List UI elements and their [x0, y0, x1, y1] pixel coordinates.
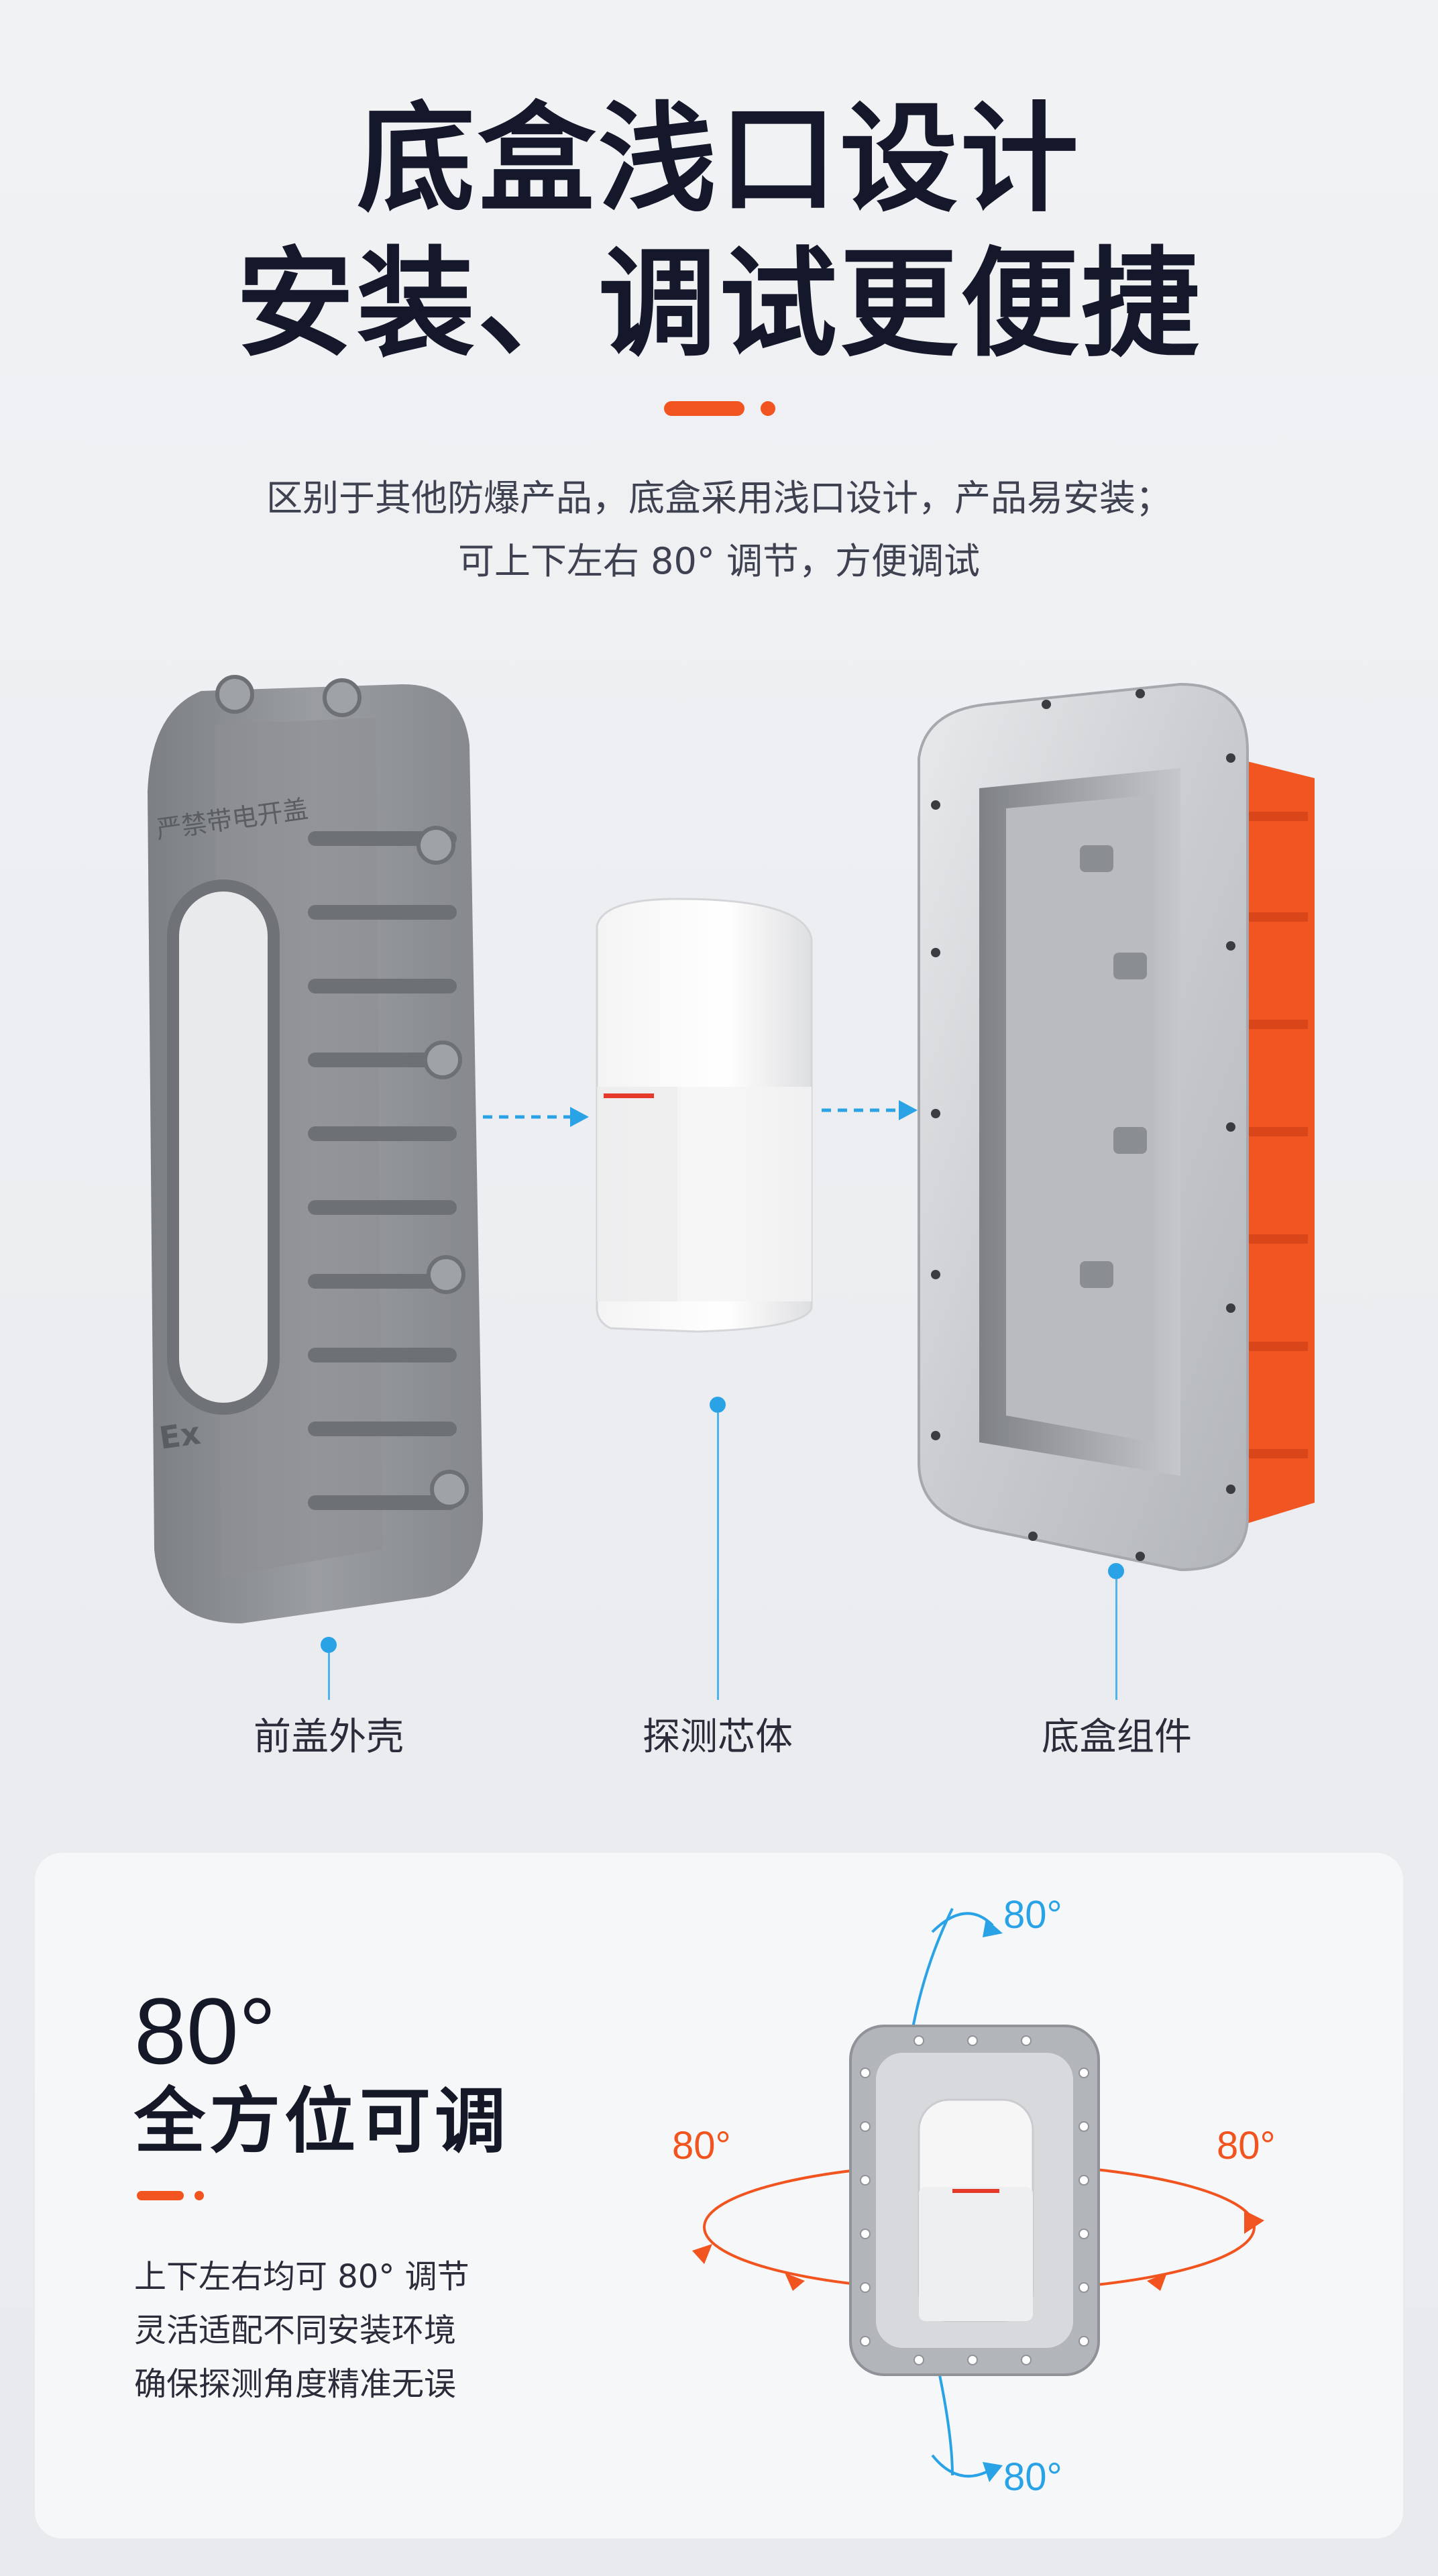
callout-dot-core [710, 1397, 726, 1413]
label-base-box: 底盒组件 [1042, 1715, 1192, 1759]
feature-accent-bar [137, 2191, 184, 2200]
svg-text:Ex: Ex [157, 1415, 203, 1456]
description-line1: 区别于其他防爆产品，底盒采用浅口设计，产品易安装； [266, 477, 1172, 519]
angle-label-left: 80° [672, 2124, 731, 2167]
angle-label-bottom: 80° [1003, 2455, 1062, 2499]
accent-bar [664, 401, 744, 416]
label-front-cover: 前盖外壳 [254, 1715, 404, 1759]
angle-label-top: 80° [1003, 1893, 1062, 1937]
description-line2: 可上下左右 80° 调节，方便调试 [457, 540, 981, 582]
detector-core [596, 898, 813, 1333]
callout-dot-cover [321, 1637, 337, 1653]
feature-title: 全方位可调 [134, 2080, 510, 2163]
accent-dot [761, 401, 775, 416]
page-title-line2: 安装、调试更便捷 [235, 235, 1202, 373]
label-detector-core: 探测芯体 [643, 1715, 793, 1759]
feature-line-2: 灵活适配不同安装环境 [134, 2312, 457, 2349]
callout-line-base [1115, 1579, 1117, 1700]
front-cover-shell: 严禁带电开盖 Ex [148, 675, 483, 1623]
exploded-view-illustration: 严禁带电开盖 Ex [148, 675, 1315, 1623]
feature-card [35, 1853, 1403, 2538]
feature-accent-dot [195, 2191, 204, 2200]
rotation-diagram [692, 1908, 1264, 2482]
feature-angle: 80° [134, 1978, 276, 2084]
page-title-line1: 底盒浅口设计 [356, 91, 1081, 228]
callout-line-cover [328, 1653, 330, 1700]
callout-line-core [717, 1413, 719, 1700]
callout-dot-base [1108, 1563, 1124, 1579]
feature-line-1: 上下左右均可 80° 调节 [134, 2258, 469, 2296]
feature-line-3: 确保探测角度精准无误 [134, 2365, 457, 2403]
base-box-assembly [918, 682, 1315, 1572]
angle-label-right: 80° [1217, 2124, 1276, 2167]
